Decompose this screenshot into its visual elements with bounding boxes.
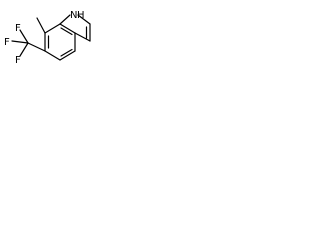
bond-c4-c5 xyxy=(59,50,76,61)
cf3-bond xyxy=(27,42,46,52)
bond-c3-c3a xyxy=(74,32,91,42)
bond-c5-c6 xyxy=(44,50,61,61)
bond-c7-c7a xyxy=(44,23,61,34)
bond-n1-c2 xyxy=(77,14,91,25)
benzene-ring xyxy=(44,23,76,61)
atom-label-n1: N xyxy=(70,10,77,21)
indole-structure-diagram: N H F F F xyxy=(4,10,91,66)
cf-bond-c xyxy=(19,42,29,57)
atom-label-fluorine-c: F xyxy=(15,55,21,66)
atom-label-n1-hydrogen: H xyxy=(77,10,85,21)
methyl-bond xyxy=(36,17,46,34)
bond-c7a-n1 xyxy=(59,14,71,25)
bond-c7a-c3a xyxy=(59,23,76,34)
atom-label-fluorine-a: F xyxy=(4,37,10,48)
double-bond-c4-c5-inner xyxy=(60,48,73,57)
atom-label-fluorine-b: F xyxy=(15,23,21,34)
trifluoromethyl-group xyxy=(11,29,46,57)
double-bond-c7a-c3a-inner xyxy=(60,27,73,36)
cf-bond-a xyxy=(11,40,29,44)
pyrrole-ring xyxy=(59,14,91,42)
cf-bond-b xyxy=(19,29,29,44)
